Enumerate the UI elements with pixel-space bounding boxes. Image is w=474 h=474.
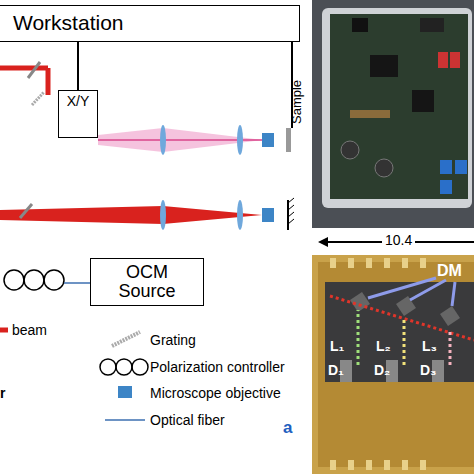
microscope-objective [262, 133, 274, 147]
package [312, 255, 474, 474]
node-text: OCM Source [95, 263, 199, 301]
terminal [440, 180, 452, 194]
connector [352, 18, 368, 32]
hatch [288, 219, 294, 224]
pink-path [449, 330, 452, 365]
label: D₁ [328, 362, 344, 378]
hatch [288, 205, 294, 210]
hatch [288, 198, 294, 203]
node-text: X/Y [67, 94, 90, 109]
optical-fiber [64, 282, 90, 284]
lens [160, 200, 166, 230]
legend-text: beam [12, 322, 47, 338]
controller-sample [100, 359, 116, 375]
mirror [28, 62, 40, 78]
pointer-arrow [452, 282, 455, 306]
light-path [330, 296, 474, 340]
label: Sample [289, 80, 304, 124]
photo-background [312, 0, 474, 228]
fiber-loop [4, 270, 24, 290]
laser-beam [0, 66, 48, 71]
connector [78, 42, 79, 90]
microscope-objective [262, 208, 274, 222]
yellow-path [403, 318, 406, 365]
legend-text: Polarization controller [150, 359, 285, 375]
hatch [288, 212, 294, 217]
enclosure [322, 8, 472, 208]
die [325, 282, 474, 382]
fiber-sample [105, 419, 145, 421]
beam-sample [0, 328, 8, 333]
label: D₃ [420, 362, 437, 378]
process-box: Workstation [0, 5, 300, 42]
inductor [341, 141, 359, 159]
grating-symbol [32, 92, 44, 105]
lens [160, 125, 166, 155]
objective-sample [118, 386, 132, 398]
controller-sample [132, 359, 148, 375]
connector-line [77, 42, 79, 90]
reference-beam [0, 206, 262, 224]
terminal [455, 160, 467, 174]
component [350, 110, 390, 118]
green-path [357, 310, 360, 365]
process-box: OCM Source [90, 258, 204, 306]
pcb [330, 14, 468, 199]
label: a [283, 418, 292, 438]
label: L₃ [422, 338, 437, 354]
node-text: Workstation [13, 12, 124, 34]
label: D₂ [374, 362, 390, 378]
mirror [20, 204, 32, 218]
dichroic-mirror [350, 292, 370, 312]
pointer-arrow [410, 280, 446, 300]
chip [370, 55, 398, 77]
chip [412, 90, 434, 112]
label: L₁ [330, 338, 344, 354]
dichroic-mirror [440, 306, 460, 326]
controller-sample [116, 359, 132, 375]
process-box: X/Y [58, 90, 98, 138]
reference-mirror [287, 200, 289, 230]
connector [420, 18, 444, 32]
grating-sample [112, 332, 140, 346]
sample-holder [286, 128, 291, 152]
pointer-arrow [368, 278, 436, 298]
label: r [0, 385, 5, 401]
arrowhead [318, 237, 328, 247]
package-cavity [318, 262, 474, 467]
fiber-loop [44, 270, 64, 290]
legend-text: Optical fiber [150, 412, 225, 428]
legend-text: Microscope objective [150, 385, 281, 401]
legend-text: Grating [150, 332, 196, 348]
label: DM [437, 262, 462, 280]
label: L₂ [376, 338, 391, 354]
label: 10.4 [382, 232, 415, 248]
lens [237, 125, 243, 155]
fiber-loop [24, 270, 44, 290]
terminal [438, 52, 448, 68]
laser-beam [46, 68, 51, 95]
terminal [450, 52, 460, 68]
inductor [375, 159, 393, 177]
terminal [440, 160, 452, 174]
lens [237, 200, 243, 230]
